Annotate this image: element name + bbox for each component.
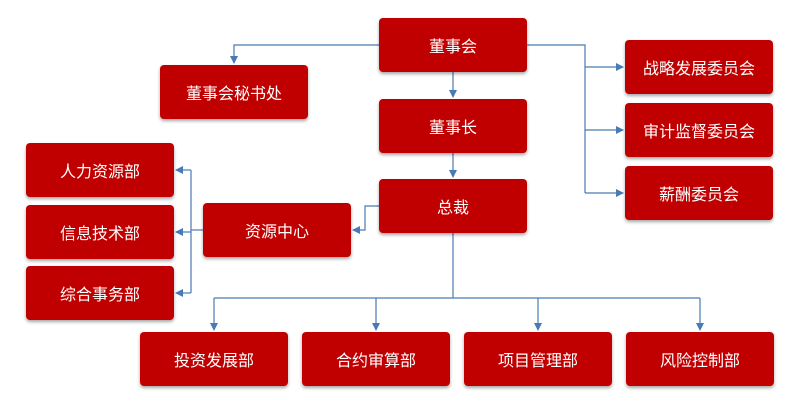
node-invest-dept-label: 投资发展部 [173,351,254,370]
node-strategy-committee-label: 战略发展委员会 [642,59,755,78]
line-board-committees [527,44,586,193]
node-salary-committee-label: 薪酬委员会 [658,185,739,204]
node-contract-dept: 合约审算部 [302,332,450,386]
node-risk-dept: 风险控制部 [626,332,774,386]
node-board: 董事会 [379,18,527,72]
node-audit-committee-label: 审计监督委员会 [642,122,755,141]
node-strategy-committee: 战略发展委员会 [625,40,773,94]
node-project-dept: 项目管理部 [464,332,612,386]
node-secretary: 董事会秘书处 [160,65,308,119]
node-chairman: 董事长 [379,99,527,153]
node-hr-dept: 人力资源部 [26,143,174,197]
line-president-resource [352,205,379,234]
node-admin-dept-label: 综合事务部 [59,285,140,304]
line-board-secretary [230,44,379,64]
node-project-dept-label: 项目管理部 [497,351,578,370]
node-salary-committee: 薪酬委员会 [625,166,773,220]
node-contract-dept-label: 合约审算部 [335,351,416,370]
node-president-label: 总裁 [436,198,469,217]
node-resource-center-label: 资源中心 [244,222,309,241]
node-admin-dept: 综合事务部 [26,266,174,320]
node-audit-committee: 审计监督委员会 [625,103,773,157]
node-secretary-label: 董事会秘书处 [185,84,282,103]
node-resource-center: 资源中心 [203,203,351,257]
node-invest-dept: 投资发展部 [140,332,288,386]
node-hr-dept-label: 人力资源部 [59,162,140,181]
node-chairman-label: 董事长 [428,118,477,137]
node-it-dept-label: 信息技术部 [59,224,140,243]
node-president: 总裁 [379,179,527,233]
node-board-label: 董事会 [428,37,477,56]
node-risk-dept-label: 风险控制部 [659,351,740,370]
node-it-dept: 信息技术部 [26,205,174,259]
